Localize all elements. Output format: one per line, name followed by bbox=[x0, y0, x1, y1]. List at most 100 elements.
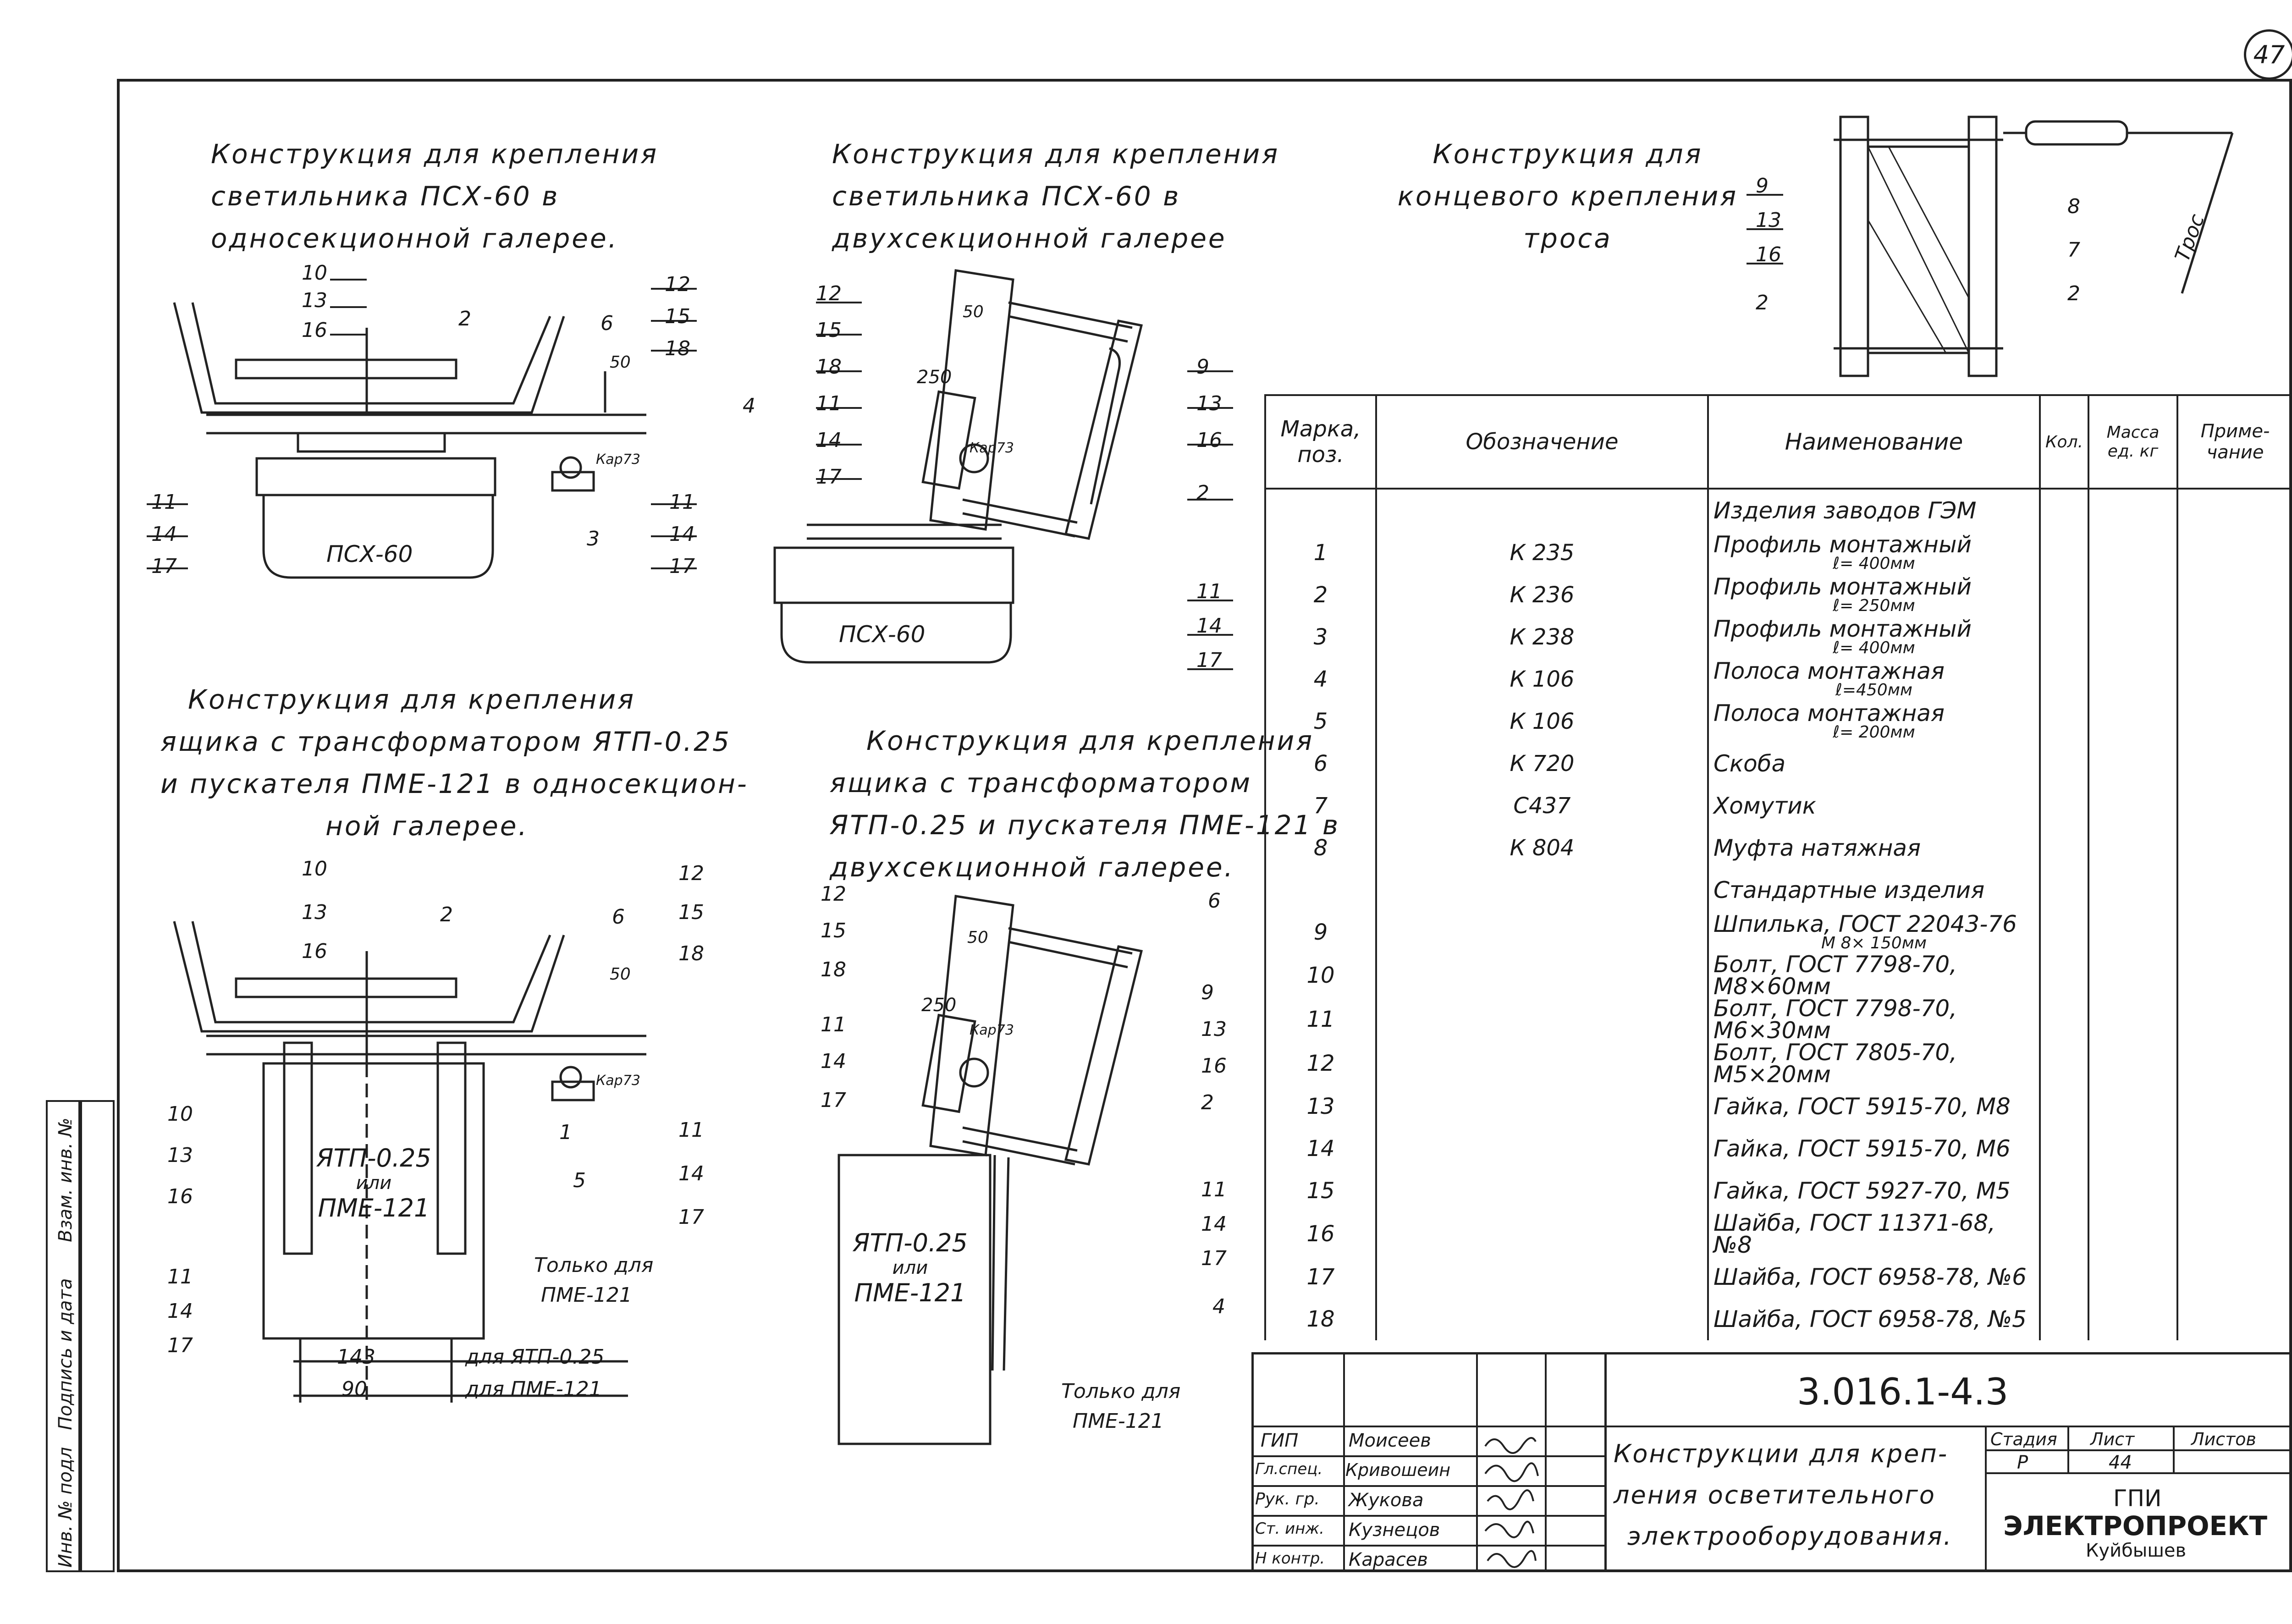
cell-code bbox=[1375, 1170, 1709, 1212]
pos-11i: 11 bbox=[167, 1265, 193, 1288]
cell-name-main: Полоса монтажная bbox=[1713, 658, 1945, 684]
side-col-outer bbox=[46, 1100, 80, 1572]
pos-11h: 11 bbox=[678, 1118, 704, 1142]
dim-50-2: 50 bbox=[610, 965, 631, 984]
cell-qty bbox=[2039, 574, 2090, 616]
title-line: Конструкция для крепления bbox=[832, 138, 1280, 170]
dim-50-1: 50 bbox=[610, 353, 631, 372]
table-row: Стандартные изделия bbox=[1264, 869, 2292, 911]
cell-qty bbox=[2039, 658, 2090, 700]
cell-mark bbox=[1264, 489, 1377, 532]
cell-note bbox=[2176, 700, 2292, 743]
cell-mass bbox=[2088, 1170, 2179, 1212]
cell-code bbox=[1375, 1128, 1709, 1170]
cell-name: Скоба bbox=[1707, 743, 2041, 785]
org-electroproekt: ЭЛЕКТРОПРОЕКТ bbox=[2003, 1510, 2268, 1541]
cell-mass bbox=[2088, 616, 2179, 658]
cell-name-main: Стандартные изделия bbox=[1713, 877, 1985, 903]
cell-name-main: Болт, ГОСТ 7805-70, М5×20мм bbox=[1713, 1039, 1957, 1088]
box-label-line: ПМЕ-121 bbox=[318, 1194, 430, 1222]
cell-qty bbox=[2039, 1170, 2090, 1212]
cell-name-main: Шайба, ГОСТ 6958-78, №5 bbox=[1713, 1306, 2027, 1332]
cell-qty bbox=[2039, 1128, 2090, 1170]
cell-name: Шайба, ГОСТ 6958-78, №6 bbox=[1707, 1256, 2041, 1298]
pos-2e: 2 bbox=[1756, 291, 1769, 314]
title-line: Конструкция для крепления bbox=[211, 138, 659, 170]
pos-14i: 14 bbox=[167, 1299, 193, 1323]
box-label-line: ПМЕ-121 bbox=[854, 1278, 966, 1307]
cell-mark: 8 bbox=[1264, 827, 1377, 869]
cell-qty bbox=[2039, 1298, 2090, 1340]
cell-qty bbox=[2039, 1212, 2090, 1256]
pos-11: 11 bbox=[151, 490, 177, 514]
role-rukgr: Рук. гр. bbox=[1255, 1490, 1320, 1508]
name-krivoshein: Кривошеин bbox=[1345, 1460, 1451, 1480]
pos-2g: 2 bbox=[440, 903, 453, 926]
stamp-line bbox=[1251, 1352, 2292, 1354]
pos-6j: 6 bbox=[1208, 889, 1221, 913]
pos-13d: 13 bbox=[1196, 392, 1222, 415]
pos-13: 13 bbox=[302, 289, 327, 312]
cell-name: Болт, ГОСТ 7798-70, М6×30мм bbox=[1707, 997, 2041, 1042]
title-box-single: Конструкция для крепления ящика с трансф… bbox=[160, 678, 749, 847]
drawing-psx-single bbox=[173, 302, 646, 579]
note-for-ytp: для ЯТП-0.25 bbox=[465, 1345, 605, 1369]
cell-mark: 16 bbox=[1264, 1212, 1377, 1256]
title-line: ной галерее. bbox=[325, 810, 529, 842]
document-code: 3.016.1-4.3 bbox=[1797, 1371, 2009, 1413]
pos-12c: 12 bbox=[816, 282, 842, 305]
cell-name-main: Болт, ГОСТ 7798-70, М8×60мм bbox=[1713, 951, 1957, 1000]
cell-qty bbox=[2039, 785, 2090, 827]
dim-143: 143 bbox=[337, 1345, 375, 1369]
cell-mark: 18 bbox=[1264, 1298, 1377, 1340]
pos-12g: 12 bbox=[678, 862, 704, 885]
cell-name-main: Профиль монтажный bbox=[1713, 616, 1972, 642]
cell-name: Шайба, ГОСТ 6958-78, №5 bbox=[1707, 1298, 2041, 1340]
cell-name: Хомутик bbox=[1707, 785, 2041, 827]
pos-14b: 14 bbox=[669, 523, 695, 546]
pos-13j: 13 bbox=[1201, 1018, 1227, 1041]
title-line: светильника ПСХ-60 в bbox=[832, 181, 1181, 212]
cell-code: К 804 bbox=[1375, 827, 1709, 869]
pos-11j: 11 bbox=[821, 1013, 846, 1036]
cell-note bbox=[2176, 827, 2292, 869]
cell-name-sub: ℓ= 200мм bbox=[1833, 723, 1915, 742]
sheet-value: 44 bbox=[2109, 1452, 2132, 1473]
label-kar-3: Кар73 bbox=[596, 1073, 640, 1089]
stamp-line bbox=[2173, 1426, 2175, 1472]
cell-qty bbox=[2039, 869, 2090, 911]
cell-qty bbox=[2039, 953, 2090, 997]
pos-16h: 16 bbox=[167, 1185, 193, 1208]
pos-2f: 2 bbox=[2067, 282, 2080, 305]
pos-9: 9 bbox=[1196, 355, 1209, 379]
cell-code: К 720 bbox=[1375, 743, 1709, 785]
col-code: Обозначение bbox=[1375, 394, 1709, 490]
pos-8e: 8 bbox=[2067, 195, 2080, 218]
table-row: Изделия заводов ГЭМ bbox=[1264, 489, 2292, 532]
cell-name-main: Полоса монтажная bbox=[1713, 700, 1945, 727]
cell-code bbox=[1375, 489, 1709, 532]
sheets-label: Листов bbox=[2191, 1429, 2256, 1449]
page-number-ring bbox=[2244, 29, 2292, 80]
title-line: Конструкция для крепления bbox=[866, 725, 1314, 756]
pos-10g: 10 bbox=[302, 857, 327, 881]
pos-17i: 17 bbox=[167, 1334, 193, 1357]
title-line: Конструкция для bbox=[1432, 138, 1703, 170]
specification-table: Марка, поз. Обозначение Наименование Кол… bbox=[1264, 394, 2292, 1340]
cell-mass bbox=[2088, 489, 2179, 532]
cell-name-main: Муфта натяжная bbox=[1713, 835, 1921, 861]
cell-code bbox=[1375, 1298, 1709, 1340]
pos-16e: 16 bbox=[1756, 243, 1781, 266]
label-psx-1: ПСХ-60 bbox=[326, 541, 413, 567]
cell-name-main: Хомутик bbox=[1713, 793, 1816, 819]
cell-mass bbox=[2088, 1041, 2179, 1085]
cell-code bbox=[1375, 911, 1709, 953]
cell-qty bbox=[2039, 1256, 2090, 1298]
cell-mass bbox=[2088, 1212, 2179, 1256]
